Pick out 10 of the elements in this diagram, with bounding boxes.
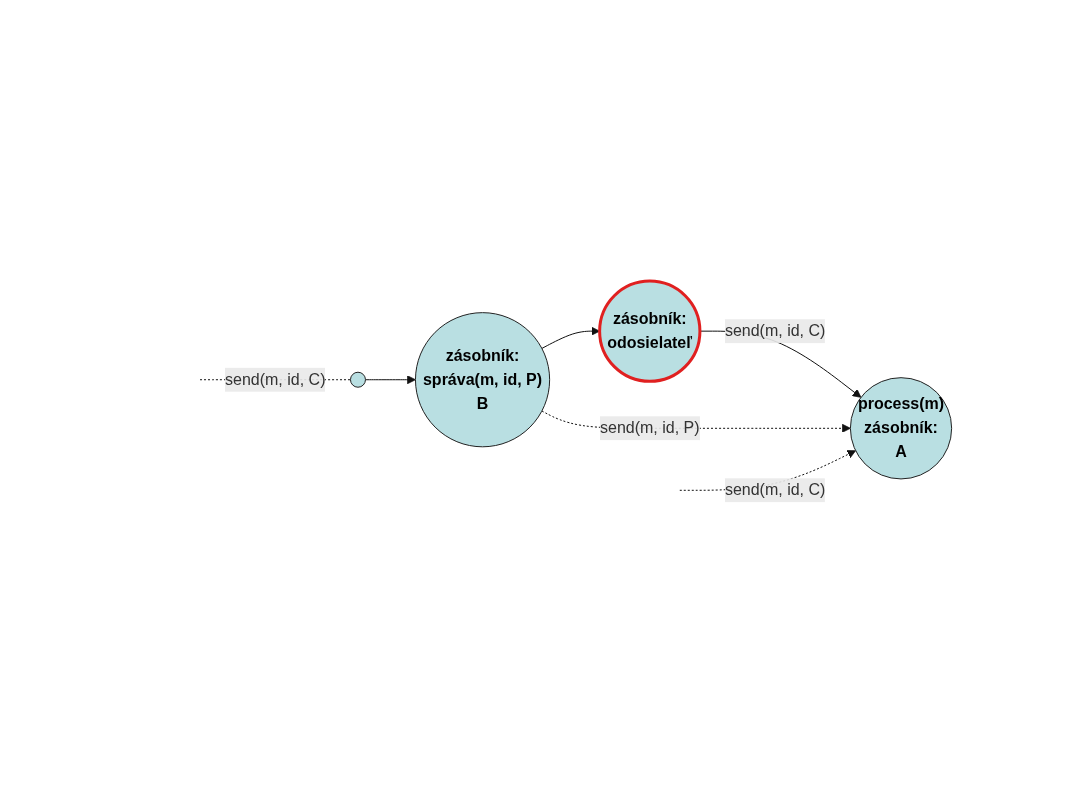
edge-label: send(m, id, C)	[724, 322, 826, 340]
node-circle: zásobník: správa(m, id, P) B	[414, 312, 550, 448]
node-circle: process(m) zásobník: A	[849, 377, 952, 480]
arrow	[364, 375, 416, 385]
edge-label: send(m, id, C)	[224, 371, 326, 389]
edge-label: send(m, id, P)	[599, 419, 700, 437]
node-circle: zásobník: odosielateľ	[597, 279, 702, 384]
edge-label: send(m, id, C)	[724, 481, 826, 499]
arrow	[541, 327, 600, 350]
node-circle	[349, 372, 366, 389]
